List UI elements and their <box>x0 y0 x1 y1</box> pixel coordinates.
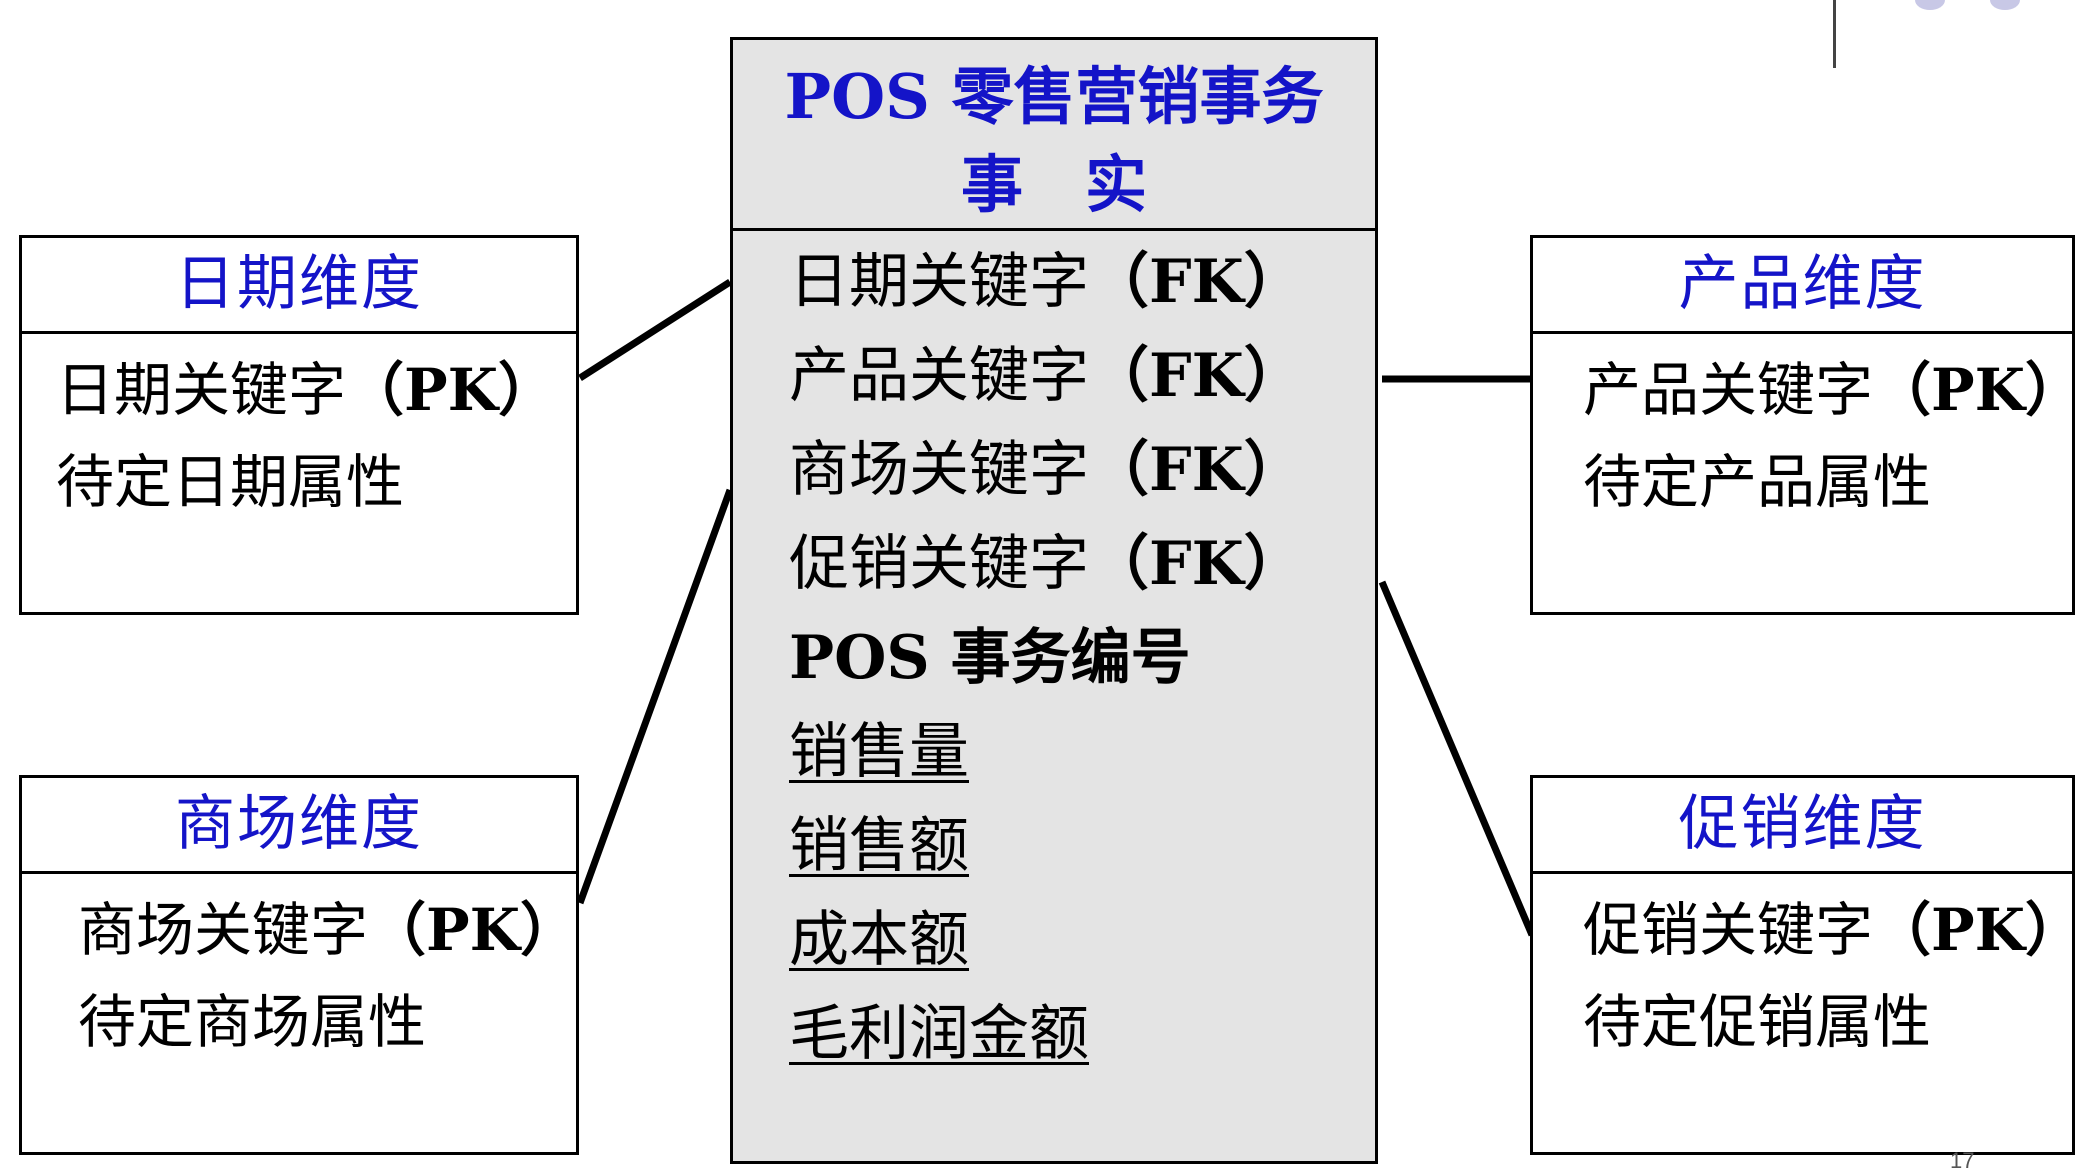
decorative-dot <box>1915 0 1945 10</box>
fact-row-label: 促销关键字 <box>789 529 1089 599</box>
date-dimension-box: 日期维度 日期关键字（PK） 待定日期属性 <box>19 235 579 615</box>
fact-row-label: 商场关键字 <box>789 435 1089 505</box>
product-dimension-attr: 待定产品属性 <box>1583 448 1932 516</box>
promotion-key-label: 促销关键字 <box>1583 896 1874 964</box>
fact-measure-row: 毛利润金额 <box>789 987 1375 1081</box>
store-dimension-body: 商场关键字（PK） 待定商场属性 <box>22 874 579 1068</box>
store-key-suffix: （PK） <box>368 896 579 964</box>
fact-table-title: POS 零售营销事务 事 实 <box>733 40 1375 231</box>
store-dimension-key: 商场关键字（PK） <box>78 884 579 976</box>
date-dimension-body: 日期关键字（PK） 待定日期属性 <box>22 334 576 528</box>
product-dimension-title: 产品维度 <box>1533 238 2072 334</box>
fact-row-label: 日期关键字 <box>789 247 1089 317</box>
measure-gross-profit: 毛利润金额 <box>789 999 1089 1069</box>
measure-sales-quantity: 销售量 <box>789 717 969 787</box>
fact-row-date-key: 日期关键字（FK） <box>789 235 1375 329</box>
fact-row-key: （FK） <box>1089 435 1304 505</box>
measure-sales-amount: 销售额 <box>789 811 969 881</box>
fact-title-line1: POS 零售营销事务 <box>784 60 1324 133</box>
connector-date <box>578 279 732 381</box>
fact-row-key: （FK） <box>1089 247 1304 317</box>
product-dimension-box: 产品维度 产品关键字（PK） 待定产品属性 <box>1530 235 2081 615</box>
promotion-dimension-title: 促销维度 <box>1533 778 2072 874</box>
promotion-key-suffix: （PK） <box>1873 896 2081 964</box>
product-dimension-key: 产品关键字（PK） <box>1583 344 2081 436</box>
fact-title-line2: 事 实 <box>960 148 1147 221</box>
promotion-dimension-box: 促销维度 促销关键字（PK） 待定促销属性 <box>1530 775 2081 1155</box>
measure-cost-amount: 成本额 <box>789 905 969 975</box>
fact-row-product-key: 产品关键字（FK） <box>789 329 1375 423</box>
fact-table-body: 日期关键字（FK） 产品关键字（FK） 商场关键字（FK） 促销关键字（FK） … <box>733 231 1375 1081</box>
product-dimension-body: 产品关键字（PK） 待定产品属性 <box>1533 334 2081 528</box>
fact-measure-row: 销售额 <box>789 799 1375 893</box>
fact-row-key: （FK） <box>1089 529 1304 599</box>
date-key-label: 日期关键字 <box>56 356 347 424</box>
date-key-suffix: （PK） <box>346 356 557 424</box>
store-dimension-box: 商场维度 商场关键字（PK） 待定商场属性 <box>19 775 579 1155</box>
store-dimension-attr: 待定商场属性 <box>78 988 427 1056</box>
page-number: 17 <box>1950 1148 1975 1173</box>
product-key-label: 产品关键字 <box>1583 356 1874 424</box>
date-dimension-attr: 待定日期属性 <box>56 448 405 516</box>
product-key-suffix: （PK） <box>1873 356 2081 424</box>
fact-row-label: 产品关键字 <box>789 341 1089 411</box>
connector-promotion <box>1378 580 1536 937</box>
fact-row-store-key: 商场关键字（FK） <box>789 423 1375 517</box>
fact-measure-row: 成本额 <box>789 893 1375 987</box>
fact-row-promotion-key: 促销关键字（FK） <box>789 517 1375 611</box>
decorative-dot <box>1990 0 2020 10</box>
store-key-label: 商场关键字 <box>78 896 369 964</box>
decorative-divider <box>1833 0 1836 68</box>
fact-table-box: POS 零售营销事务 事 实 日期关键字（FK） 产品关键字（FK） 商场关键字… <box>730 37 1378 1164</box>
fact-measure-row: 销售量 <box>789 705 1375 799</box>
fact-row-key: （FK） <box>1089 341 1304 411</box>
promotion-dimension-attr: 待定促销属性 <box>1583 988 1932 1056</box>
store-dimension-title: 商场维度 <box>22 778 576 874</box>
promotion-dimension-body: 促销关键字（PK） 待定促销属性 <box>1533 874 2081 1068</box>
fact-row-transaction-id: POS 事务编号 <box>789 623 1191 693</box>
date-dimension-title: 日期维度 <box>22 238 576 334</box>
date-dimension-key: 日期关键字（PK） <box>56 344 576 436</box>
connector-store <box>576 488 734 905</box>
promotion-dimension-key: 促销关键字（PK） <box>1583 884 2081 976</box>
